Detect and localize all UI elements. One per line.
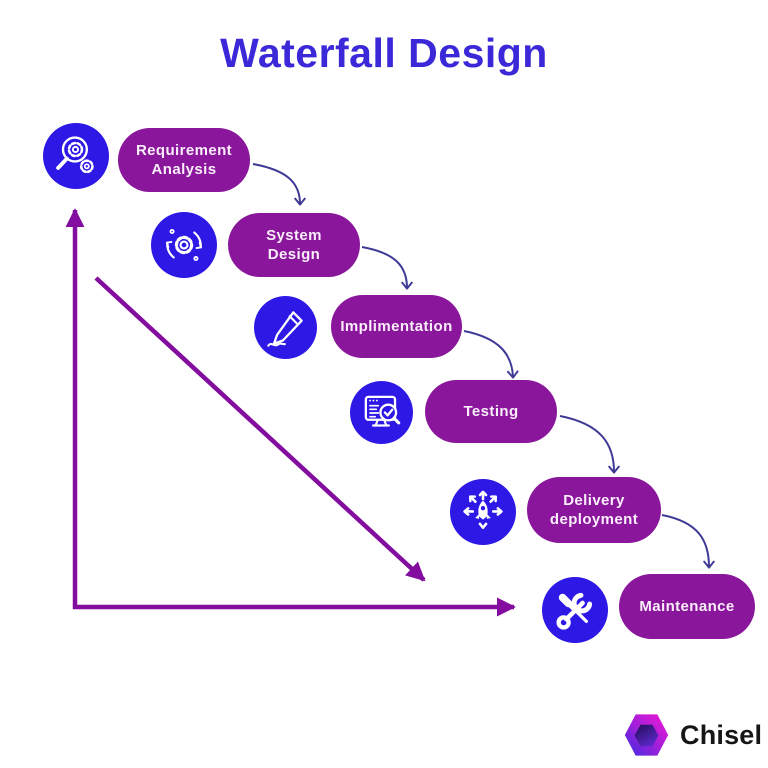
stage-label: System Design (266, 226, 322, 264)
stage-label: Delivery deployment (549, 491, 639, 529)
chisel-hexagon-icon (624, 714, 669, 756)
connector-arrow-4 (559, 415, 620, 474)
wrench-screwdriver-icon (556, 592, 593, 630)
connector-arrow-1 (252, 163, 306, 206)
stage-pill-maintenance: Maintenance (619, 574, 755, 639)
stage-pill-testing: Testing (425, 380, 557, 443)
monitor-magnifier-icon (364, 395, 400, 427)
connector-arrow-5 (661, 514, 715, 569)
stage-pill-system-design: System Design (228, 213, 360, 277)
system-design-icon-circle (151, 212, 217, 278)
chisel-logo: Chisel (620, 709, 762, 761)
page-title: Waterfall Design (220, 30, 548, 76)
diagonal-arrow (94, 276, 426, 582)
maintenance-icon-circle (542, 577, 608, 643)
gear-cycle-icon (165, 228, 203, 262)
chisel-logo-text: Chisel (680, 719, 763, 750)
stage-pill-requirement-analysis: Requirement Analysis (118, 128, 250, 192)
testing-icon-circle (350, 381, 413, 444)
stage-label: Testing (463, 402, 519, 420)
delivery-deployment-icon-circle (450, 479, 516, 545)
magnifier-gear-icon (56, 136, 94, 174)
requirement-analysis-icon-circle (43, 123, 109, 189)
rocket-launch-icon (463, 490, 503, 530)
stage-label: Maintenance (639, 597, 735, 615)
stage-label: Requirement Analysis (135, 141, 233, 179)
connector-arrow-2 (361, 246, 413, 290)
connector-arrow-3 (463, 330, 519, 379)
stage-pill-delivery-deployment: Delivery deployment (527, 477, 661, 543)
implementation-icon-circle (254, 296, 317, 359)
stage-label: Implimentation (340, 317, 453, 335)
pencil-icon (266, 310, 303, 347)
stage-pill-implementation: Implimentation (331, 295, 462, 358)
